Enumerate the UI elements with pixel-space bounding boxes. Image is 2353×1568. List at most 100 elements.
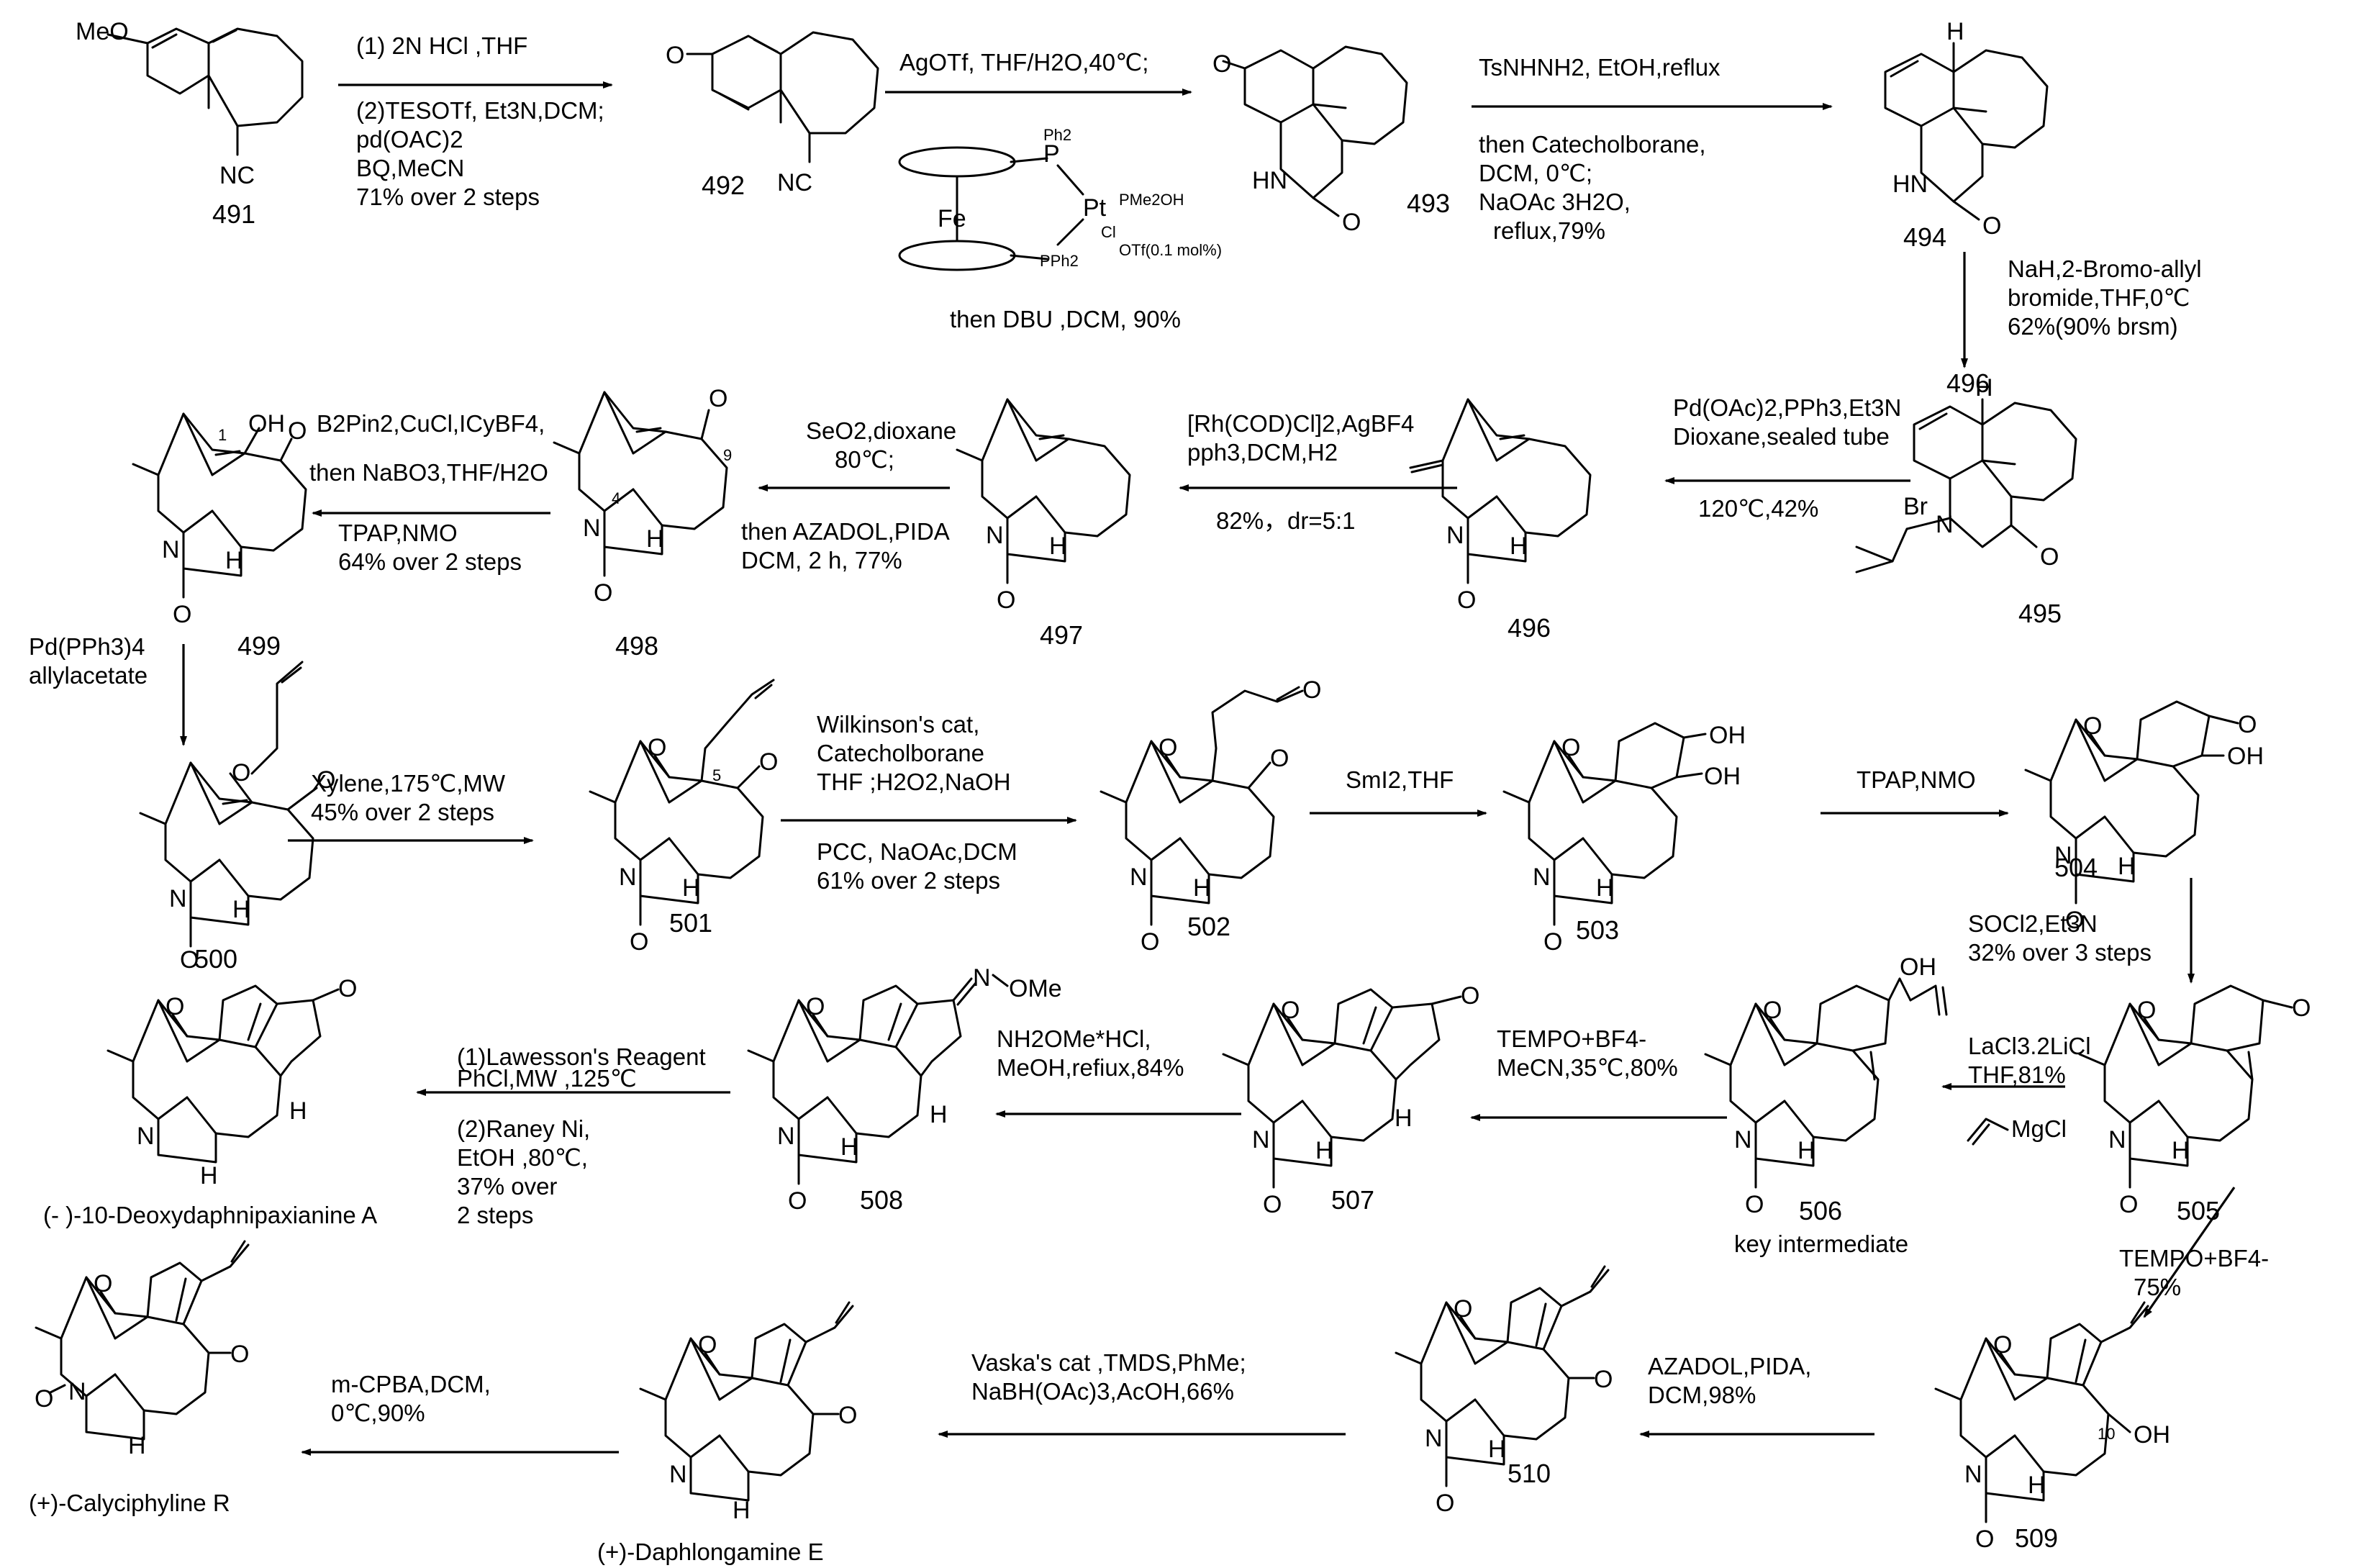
atom-o3-501: O [630, 928, 648, 956]
atom-h2-508: H [930, 1101, 948, 1128]
label-505: 505 [2177, 1196, 2220, 1225]
atom-n-496: N [1446, 522, 1464, 549]
structure-508: N OMe O N H H O [747, 964, 1062, 1215]
cond-s3-4: reflux,79% [1493, 217, 1605, 244]
atom-n-502: N [1130, 864, 1148, 891]
structure-daphlongamine: O O N H [639, 1301, 857, 1524]
atom-oh-509: OH [2134, 1421, 2170, 1449]
atom-o3-507: O [1263, 1191, 1282, 1218]
atom-p: P [1043, 140, 1060, 168]
structure-495: H N O Br [1855, 374, 2077, 574]
cond-s11-3: PCC, NaOAc,DCM [817, 838, 1017, 865]
atom-o2-501: O [759, 748, 778, 776]
atom-n-510: N [1425, 1425, 1443, 1452]
cond-s18-5: 2 steps [457, 1202, 533, 1228]
atom-o-496: O [1457, 586, 1476, 614]
label-504: 504 [2054, 853, 2098, 882]
cond-s13: TPAP,NMO [1856, 766, 1976, 793]
cond-s1-3: BQ,MeCN [356, 155, 464, 181]
structure-510: O O N H O [1395, 1265, 1613, 1517]
atom-h-505: H [2172, 1137, 2190, 1164]
cond-s1-0: (1) 2N HCl ,THF [356, 32, 527, 59]
label-509: 509 [2015, 1523, 2058, 1553]
atom-num-4: 4 [612, 489, 620, 507]
label-506: 506 [1799, 1196, 1842, 1225]
atom-o-506: O [1763, 997, 1782, 1024]
atom-o-509: O [1993, 1331, 2012, 1359]
atom-h-daphlong: H [733, 1497, 751, 1524]
atom-o3-510: O [1436, 1490, 1454, 1517]
atom-hn-494: HN [1892, 171, 1928, 198]
cond-s4-2: 62%(90% brsm) [2008, 313, 2178, 340]
atom-h-499: H [225, 547, 243, 574]
label-deoxydaphnipaxianine: (- )-10-Deoxydaphnipaxianine A [43, 1202, 377, 1228]
label-500: 500 [194, 944, 237, 974]
cond-s16-1: MeCN,35℃,80% [1497, 1054, 1678, 1081]
atom-o2-daphlong: O [698, 1331, 717, 1359]
cond-s20-0: AZADOL,PIDA, [1648, 1353, 1811, 1379]
atom-num-9: 9 [723, 446, 732, 464]
atom-fe: Fe [938, 205, 966, 232]
cond-s3-0: TsNHNH2, EtOH,reflux [1479, 54, 1720, 81]
cond-s6-2: 82%，dr=5:1 [1216, 507, 1356, 534]
cond-s3-2: DCM, 0℃; [1479, 160, 1592, 186]
cond-s11-0: Wilkinson's cat, [817, 711, 979, 738]
atom-oh-503b: OH [1704, 763, 1741, 790]
structure-498: O N H O 9 4 [553, 385, 732, 607]
cond-s15-0: LaCl3.2LiCl [1968, 1033, 2091, 1059]
cond-s2-bottom: then DBU ,DCM, 90% [950, 306, 1181, 332]
atom-h-509: H [2028, 1472, 2046, 1499]
atom-n-495: N [1936, 511, 1954, 538]
atom-cl: Cl [1101, 223, 1116, 241]
cond-s7-3: DCM, 2 h, 77% [741, 547, 902, 574]
structure-494: H HN O [1884, 18, 2049, 240]
label-508: 508 [860, 1185, 903, 1215]
atom-n-497: N [986, 522, 1004, 549]
atom-o3-500: O [180, 946, 199, 974]
structure-509: OH 10 O N H O [1934, 1301, 2170, 1553]
cond-s3-1: then Catecholborane, [1479, 131, 1706, 158]
structure-499: OH O 1 N H O [132, 410, 307, 628]
cond-s9-0: Pd(PPh3)4 [29, 633, 145, 660]
atom-h-507: H [1315, 1137, 1333, 1164]
atom-o3-502: O [1270, 745, 1289, 772]
atom-o-501: O [648, 734, 666, 761]
cond-s19-1: 75% [2134, 1274, 2181, 1300]
cond-s22-1: 0℃,90% [331, 1400, 425, 1426]
atom-o2-509: O [1975, 1526, 1994, 1553]
atom-o2-510: O [1454, 1295, 1472, 1323]
atom-n-503: N [1533, 864, 1551, 891]
cond-s21-1: NaBH(OAc)3,AcOH,66% [971, 1378, 1234, 1405]
cond-s6-0: [Rh(COD)Cl]2,AgBF4 [1187, 410, 1414, 437]
cond-s11-1: Catecholborane [817, 740, 984, 766]
cond-s17-1: MeOH,refiux,84% [997, 1054, 1184, 1081]
atom-nc: NC [219, 162, 255, 189]
atom-pme2oh: PMe2OH [1119, 191, 1184, 209]
atom-o2-508: O [788, 1187, 807, 1215]
atom-o-493b: O [1342, 209, 1361, 236]
cond-s15-2: MgCl [2011, 1115, 2067, 1142]
atom-o-499: O [288, 417, 307, 445]
structure-500: O O N H O [139, 661, 335, 974]
cond-s8-2: TPAP,NMO [338, 520, 458, 546]
structure-506: OH O N H O [1704, 953, 1948, 1218]
atom-n-507: N [1252, 1126, 1270, 1154]
key-intermediate-label: key intermediate [1734, 1231, 1908, 1257]
atom-otf: OTf(0.1 mol%) [1119, 241, 1222, 259]
cond-s5-0: Pd(OAc)2,PPh3,Et3N [1673, 394, 1901, 421]
atom-o-510: O [1594, 1366, 1613, 1393]
cond-s11-2: THF ;H2O2,NaOH [817, 769, 1011, 795]
atom-num-10: 10 [2098, 1425, 2115, 1443]
atom-meo: MeO [76, 18, 129, 45]
label-497: 497 [1040, 620, 1083, 650]
atom-o4-502: O [1141, 928, 1159, 956]
atom-oh-499: OH [248, 410, 285, 438]
cond-s8-1: then NaBO3,THF/H2O [309, 459, 548, 486]
cond-s14-1: 32% over 3 steps [1968, 939, 2152, 966]
cond-s7-1: 80℃; [835, 446, 894, 473]
atom-o-deoxy: O [338, 975, 357, 1002]
atom-o-497: O [997, 586, 1015, 614]
cond-s8-0: B2Pin2,CuCl,ICyBF4, [317, 410, 545, 437]
structure-492: O NC [666, 31, 879, 196]
atom-o-507: O [1461, 982, 1479, 1010]
